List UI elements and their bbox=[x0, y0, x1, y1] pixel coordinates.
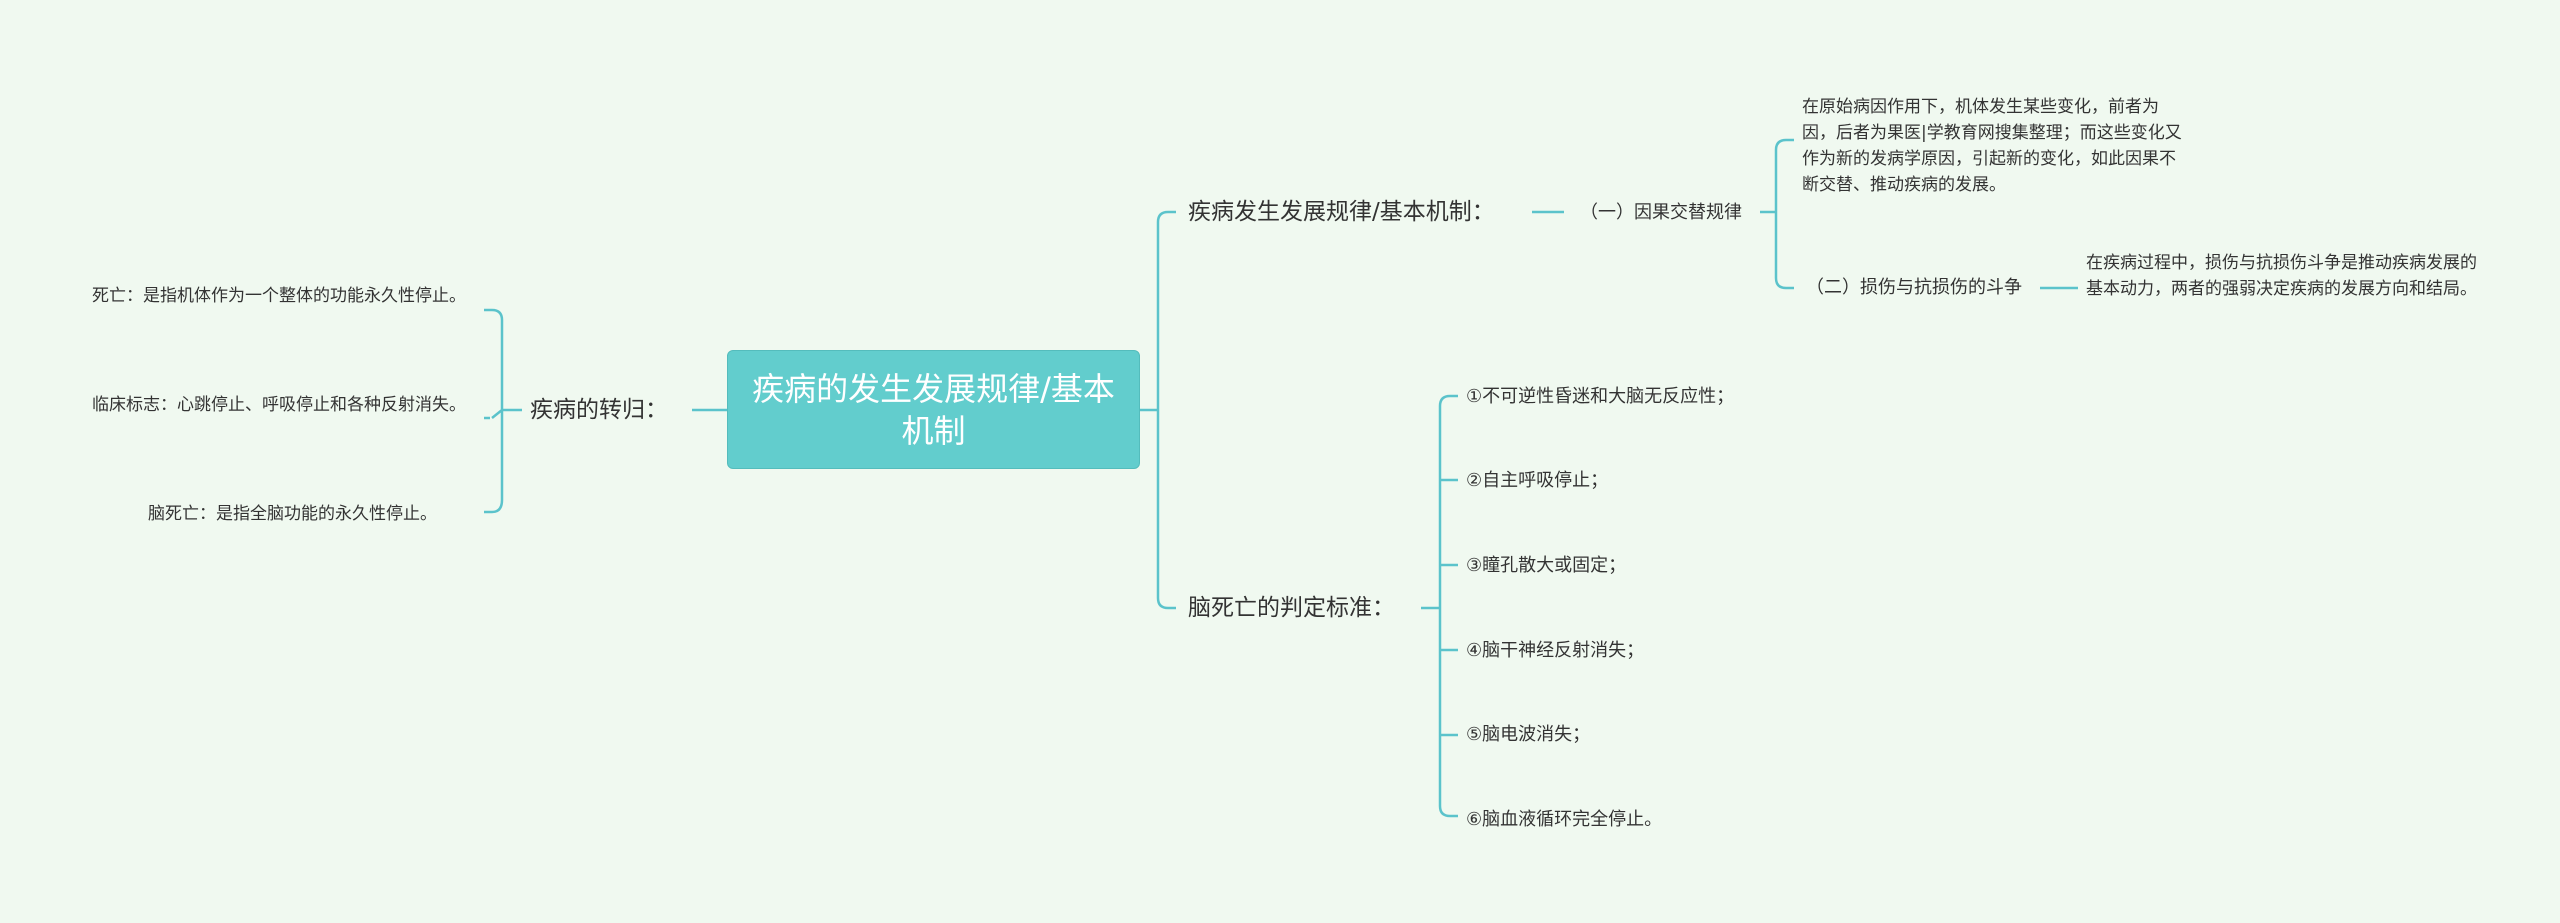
sub-damage-antidamage[interactable]: （二）损伤与抗损伤的斗争 bbox=[1806, 277, 2022, 298]
leaf-brain-death-definition[interactable]: 脑死亡：是指全脑功能的永久性停止。 bbox=[148, 504, 437, 524]
connector-left-bracket bbox=[484, 308, 522, 514]
criterion-item[interactable]: ④脑干神经反射消失； bbox=[1466, 640, 1645, 661]
connector-top-bracket bbox=[1774, 138, 1794, 290]
connector-right-spine bbox=[1156, 210, 1176, 610]
criterion-item[interactable]: ①不可逆性昏迷和大脑无反应性； bbox=[1466, 386, 1735, 407]
criterion-item[interactable]: ⑥脑血液循环完全停止。 bbox=[1466, 809, 1663, 830]
branch-brain-death-criteria[interactable]: 脑死亡的判定标准： bbox=[1188, 595, 1395, 621]
criterion-item[interactable]: ②自主呼吸停止； bbox=[1466, 470, 1609, 491]
criterion-item[interactable]: ③瞳孔散大或固定； bbox=[1466, 555, 1627, 576]
connector-bottom-bracket bbox=[1438, 394, 1458, 818]
detail-damage-antidamage[interactable]: 在疾病过程中，损伤与抗损伤斗争是推动疾病发展的基本动力，两者的强弱决定疾病的发展… bbox=[2086, 253, 2477, 299]
branch-disease-mechanism[interactable]: 疾病发生发展规律/基本机制： bbox=[1188, 199, 1495, 225]
root-title: 疾病的发生发展规律/基本机制 bbox=[752, 369, 1115, 450]
detail-causality-alternation[interactable]: 在原始病因作用下，机体发生某些变化，前者为因，后者为果医|学教育网搜集整理；而这… bbox=[1802, 97, 2182, 195]
sub-causality-alternation[interactable]: （一）因果交替规律 bbox=[1580, 202, 1742, 223]
leaf-clinical-signs[interactable]: 临床标志：心跳停止、呼吸停止和各种反射消失。 bbox=[92, 395, 466, 415]
leaf-death-definition[interactable]: 死亡：是指机体作为一个整体的功能永久性停止。 bbox=[92, 286, 466, 306]
root-node[interactable]: 疾病的发生发展规律/基本机制 bbox=[727, 350, 1140, 469]
criterion-item[interactable]: ⑤脑电波消失； bbox=[1466, 724, 1591, 745]
branch-disease-outcome[interactable]: 疾病的转归： bbox=[530, 397, 668, 423]
